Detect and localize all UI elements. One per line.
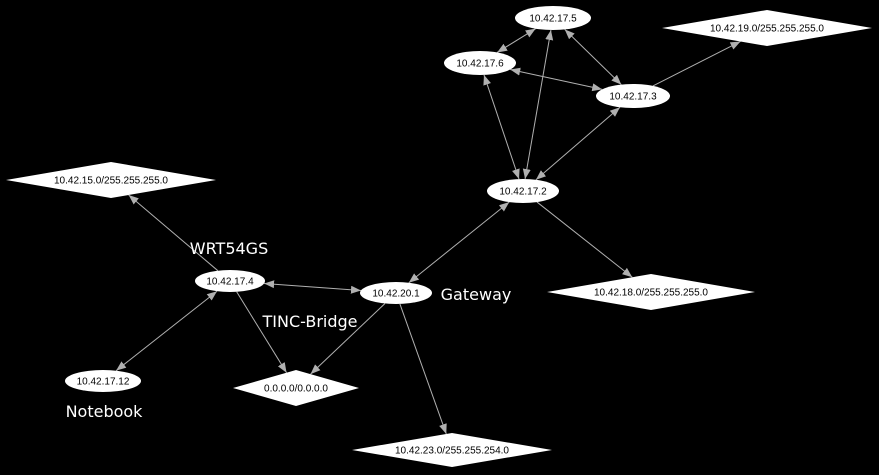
- edge-n4-h15: [128, 194, 219, 272]
- host-node-n3[interactable]: 10.42.17.3: [596, 84, 670, 108]
- edge-n4-g201: [264, 280, 362, 294]
- edge-n5-n2: [522, 29, 554, 180]
- edge-n3-n2: [535, 106, 621, 181]
- node-label: 10.42.17.2: [499, 187, 547, 198]
- hna-network-node-h19[interactable]: 10.42.19.0/255.255.255.0: [662, 10, 872, 46]
- node-label: 10.42.17.6: [456, 59, 504, 70]
- host-node-n12[interactable]: 10.42.17.12: [65, 370, 141, 392]
- tags-layer: WRT54GS Gateway TINC-Bridge Notebook: [66, 239, 512, 421]
- node-shape: [547, 274, 755, 310]
- edges-layer: [115, 28, 741, 435]
- host-node-n5[interactable]: 10.42.17.5: [515, 6, 591, 30]
- node-shape: [195, 270, 265, 292]
- edge-n3-h19: [652, 41, 741, 87]
- hna-network-node-h0[interactable]: 0.0.0.0/0.0.0.0: [233, 370, 359, 406]
- edge-n5-n6: [496, 28, 536, 53]
- node-label: 10.42.23.0/255.255.254.0: [395, 446, 509, 457]
- node-shape: [233, 370, 359, 406]
- node-label: 10.42.19.0/255.255.255.0: [710, 24, 824, 35]
- node-shape: [65, 370, 141, 392]
- hna-network-node-h18[interactable]: 10.42.18.0/255.255.255.0: [547, 274, 755, 310]
- hna-network-node-h23[interactable]: 10.42.23.0/255.255.254.0: [352, 433, 552, 467]
- node-tag-gateway: Gateway: [441, 285, 512, 304]
- node-shape: [487, 179, 559, 203]
- node-shape: [662, 10, 872, 46]
- node-shape: [515, 6, 591, 30]
- edge-n5-n3: [564, 29, 622, 85]
- node-label: 10.42.17.12: [77, 377, 130, 388]
- node-tag-notebook: Notebook: [66, 402, 144, 421]
- node-label: 10.42.15.0/255.255.255.0: [54, 176, 168, 187]
- host-node-n4[interactable]: 10.42.17.4: [195, 270, 265, 292]
- edge-n2-h18: [536, 201, 633, 278]
- node-label: 10.42.17.4: [206, 277, 254, 288]
- node-shape: [6, 162, 216, 198]
- host-node-n6[interactable]: 10.42.17.6: [444, 51, 516, 75]
- node-label: 0.0.0.0/0.0.0.0: [264, 384, 328, 395]
- edge-n2-g201: [408, 201, 510, 284]
- node-tag-wrt54gs: WRT54GS: [190, 239, 268, 258]
- node-label: 10.42.18.0/255.255.255.0: [594, 288, 708, 299]
- host-node-n2[interactable]: 10.42.17.2: [487, 179, 559, 203]
- edge-n4-h0: [236, 291, 287, 373]
- nodes-layer: 10.42.17.5 10.42.17.6 10.42.17.3 10.42.19.0…: [6, 6, 872, 467]
- host-node-g201[interactable]: 10.42.20.1: [360, 282, 432, 304]
- node-label: 10.42.20.1: [372, 289, 420, 300]
- node-label: 10.42.17.5: [529, 14, 577, 25]
- node-shape: [444, 51, 516, 75]
- edge-g201-h23: [399, 303, 447, 435]
- edge-n6-n3: [510, 67, 603, 92]
- node-tag-tinc-bridge: TINC-Bridge: [262, 312, 358, 331]
- node-shape: [352, 433, 552, 467]
- node-shape: [596, 84, 670, 108]
- node-shape: [360, 282, 432, 304]
- hna-network-node-h15[interactable]: 10.42.15.0/255.255.255.0: [6, 162, 216, 198]
- edge-n4-n12: [115, 290, 218, 372]
- edge-n6-n2: [483, 74, 520, 180]
- edge-g201-h0: [310, 303, 386, 375]
- node-label: 10.42.17.3: [609, 92, 657, 103]
